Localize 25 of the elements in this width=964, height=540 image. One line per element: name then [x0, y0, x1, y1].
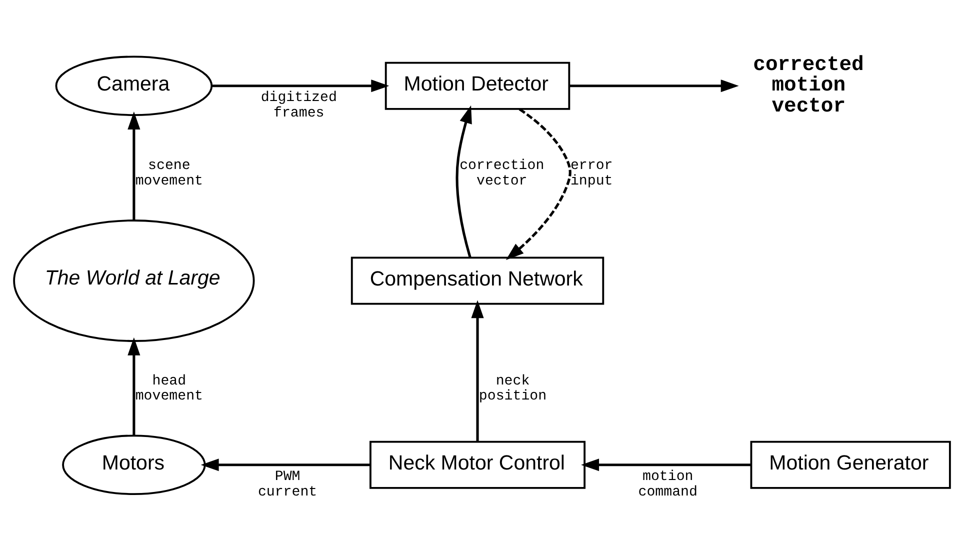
- arrow: [456, 105, 472, 258]
- node-ellipse: Motors: [62, 434, 206, 495]
- edge-label: head movement: [135, 373, 204, 405]
- edge-label: digitized frames: [260, 90, 337, 122]
- node-box: Compensation Network: [350, 256, 604, 305]
- node-ellipse: Camera: [55, 56, 213, 116]
- arrow: [506, 108, 572, 260]
- arrow: [212, 80, 390, 92]
- node-box: Motion Detector: [384, 62, 570, 110]
- node-ellipse: The World at Large: [13, 220, 255, 342]
- node-box: Motion Generator: [750, 440, 951, 489]
- edge-label: motion command: [638, 468, 698, 500]
- arrow: [471, 300, 484, 442]
- node-text: corrected motion vector: [753, 54, 864, 118]
- edge-label: correction vector: [460, 158, 544, 190]
- node-box: Neck Motor Control: [370, 440, 586, 489]
- arrow: [200, 458, 370, 472]
- arrow: [128, 337, 140, 436]
- arrow: [569, 80, 739, 92]
- edge-label: PWM current: [258, 468, 318, 500]
- edge-label: error input: [570, 158, 613, 190]
- arrow: [128, 111, 140, 220]
- arrow: [581, 458, 751, 472]
- edge-label: scene movement: [135, 158, 204, 190]
- edge-label: neck position: [478, 373, 547, 405]
